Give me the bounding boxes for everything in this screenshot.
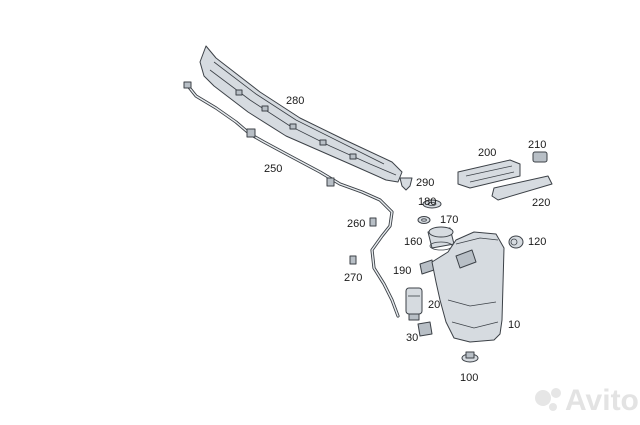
- callout-280: 280: [286, 95, 304, 107]
- callout-170: 170: [440, 214, 458, 226]
- callout-200: 200: [478, 147, 496, 159]
- washer-pump-part: [405, 287, 423, 321]
- callout-270: 270: [344, 272, 362, 284]
- avito-watermark-text: Avito: [565, 384, 639, 417]
- callout-260: 260: [347, 218, 365, 230]
- callout-210: 210: [528, 139, 546, 151]
- plug-part: [508, 235, 524, 249]
- cover-strip-part: [491, 175, 553, 201]
- callout-160: 160: [404, 236, 422, 248]
- washer-reservoir-part: [431, 231, 505, 343]
- callout-290: 290: [416, 177, 434, 189]
- callout-120: 120: [528, 236, 546, 248]
- avito-watermark: Avito: [535, 384, 639, 417]
- callout-100: 100: [460, 372, 478, 384]
- cowl-panel-part: [199, 45, 403, 183]
- wiper-housing-part: [457, 159, 521, 189]
- callout-30: 30: [406, 332, 418, 344]
- clip-part: [399, 177, 413, 191]
- connector-part: [532, 151, 548, 163]
- washer-hose-part: [183, 81, 400, 318]
- callout-20: 20: [428, 299, 440, 311]
- seal-part: [417, 216, 431, 224]
- filler-neck-part: [427, 226, 455, 251]
- drain-plug-part: [461, 351, 479, 363]
- callout-190: 190: [393, 265, 411, 277]
- clip-270-part: [349, 255, 357, 265]
- callout-250: 250: [264, 163, 282, 175]
- pump-connector-part: [417, 321, 433, 337]
- clip-260-part: [369, 217, 377, 227]
- callout-180: 180: [418, 196, 436, 208]
- grommet-ring-part: [422, 199, 442, 209]
- callout-10: 10: [508, 319, 520, 331]
- callout-220: 220: [532, 197, 550, 209]
